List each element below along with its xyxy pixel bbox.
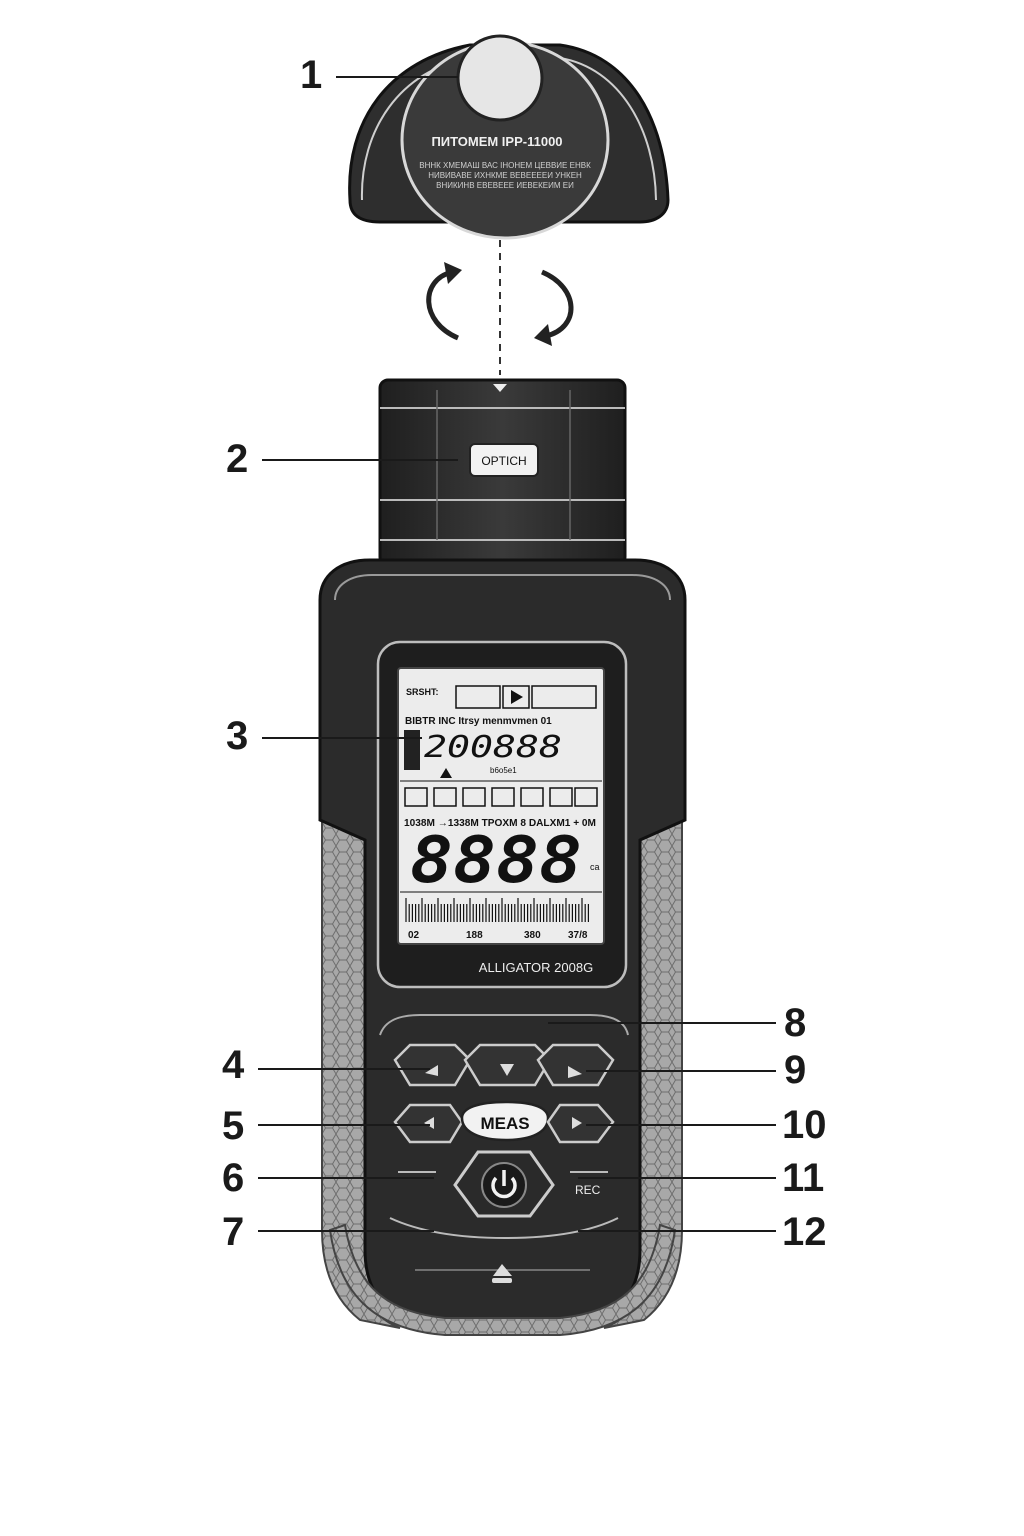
cap-fine-print-1: ВННК ХМЕМАШ ВАС ІНОНЕМ ЦЕВВИЕ ЕНВК — [419, 161, 591, 170]
lcd-primary-sub: b6o5e1 — [490, 766, 517, 775]
sensor-head: OPTICH — [378, 378, 627, 567]
leader-line-7 — [258, 1230, 434, 1232]
meas-button-label: MEAS — [480, 1114, 529, 1133]
callout-number-6: 6 — [222, 1156, 245, 1200]
cap-fine-print-2: НИВИВАВЕ ИХНКМЕ ВЕВЕЕЕЕИ УНКЕН — [428, 171, 582, 180]
optic-button-label: OPTICH — [481, 454, 526, 468]
rotate-counterclockwise-icon — [426, 262, 462, 341]
callout-number-3: 3 — [226, 714, 249, 758]
callout-number-12: 12 — [782, 1210, 827, 1254]
sensor-cap: ПИТОМЕМ IPP-11000 ВННК ХМЕМАШ ВАС ІНОНЕМ… — [348, 34, 670, 240]
lcd-bar-label-1: 02 — [408, 930, 420, 941]
lcd-display: SRSHT: BIBTR INC Itrsy menmvmen 01 20088… — [397, 667, 605, 945]
lcd-main-digits: 8888 — [410, 824, 582, 898]
meas-button[interactable]: MEAS — [460, 1100, 550, 1142]
keypad: MEAS REC — [379, 1014, 629, 1240]
leader-line-2 — [262, 459, 458, 461]
leader-line-11 — [578, 1177, 776, 1179]
leader-line-9 — [586, 1070, 776, 1072]
callout-number-5: 5 — [222, 1104, 245, 1148]
rec-label: REC — [575, 1183, 601, 1197]
lcd-memory-icon — [531, 685, 597, 709]
lcd-function-icons — [404, 787, 598, 807]
lcd-play-icon — [502, 685, 530, 709]
leader-line-1 — [336, 76, 458, 78]
callout-number-1: 1 — [300, 53, 323, 97]
cap-model-text: ПИТОМЕМ IPP-11000 — [431, 134, 562, 149]
callout-number-10: 10 — [782, 1103, 827, 1147]
cap-lens — [456, 34, 544, 122]
leader-line-10 — [586, 1124, 776, 1126]
up-left-button[interactable] — [393, 1043, 472, 1087]
lcd-indicator-triangle — [440, 768, 452, 778]
lcd-unit-side: ca — [590, 862, 600, 872]
power-button[interactable] — [453, 1150, 555, 1218]
lcd-top-left-label: SRSHT: — [406, 687, 439, 697]
leader-line-4 — [258, 1068, 430, 1070]
cap-fine-print-3: ВНИКИНВ ЕВЕВЕЕЕ ИЕВЕКЕИМ ЕИ — [436, 181, 574, 190]
leader-line-5 — [258, 1124, 430, 1126]
callout-number-4: 4 — [222, 1043, 245, 1087]
lcd-bar-label-4: 37/8 — [568, 930, 588, 941]
leader-line-8 — [548, 1022, 776, 1024]
callout-number-2: 2 — [226, 437, 249, 481]
right-button[interactable] — [546, 1103, 615, 1144]
callout-number-8: 8 — [784, 1001, 807, 1045]
lcd-bar-label-2: 188 — [466, 930, 483, 941]
callout-number-11: 11 — [782, 1156, 825, 1200]
lcd-bar-label-3: 380 — [524, 930, 541, 941]
lcd-bargraph — [405, 898, 590, 922]
leader-line-3 — [262, 737, 422, 739]
model-label: ALLIGATOR 2008G — [479, 960, 593, 975]
power-icon — [491, 1170, 517, 1199]
lcd-primary-digits: 200888 — [424, 730, 562, 765]
lcd-mode-icon — [455, 685, 501, 709]
leader-line-12 — [578, 1230, 776, 1232]
lcd-status-line: BIBTR INC Itrsy menmvmen 01 — [405, 716, 552, 727]
down-button[interactable] — [463, 1043, 552, 1087]
lcd-mode-line: 1038M →1338M TPOXM 8 DALXM1 + 0M — [404, 818, 596, 829]
rotate-clockwise-icon — [534, 269, 574, 346]
callout-number-7: 7 — [222, 1210, 245, 1254]
up-right-button[interactable] — [536, 1043, 615, 1087]
lcd-battery-icon — [404, 730, 420, 770]
optic-button[interactable]: OPTICH — [469, 443, 539, 477]
leader-line-6 — [258, 1177, 434, 1179]
callout-number-9: 9 — [784, 1048, 807, 1092]
